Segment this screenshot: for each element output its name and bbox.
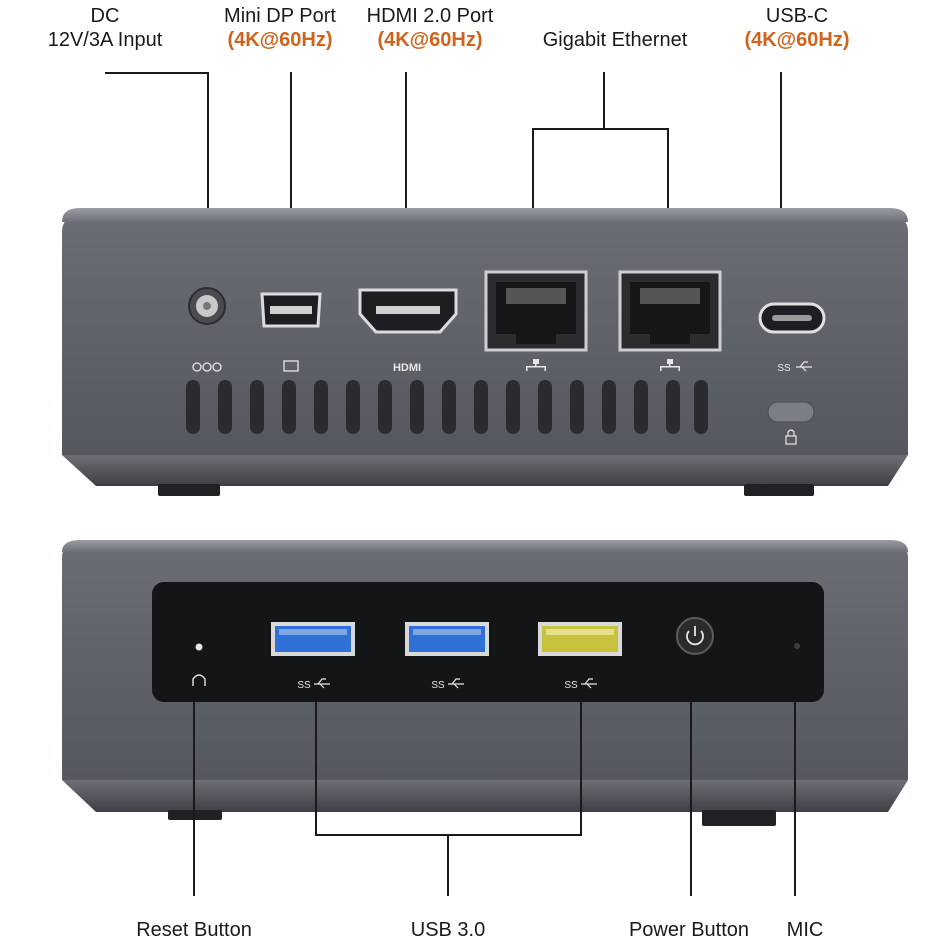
usb3-leader-r	[580, 702, 582, 836]
hdmi-label: HDMI 2.0 Port (4K@60Hz)	[350, 4, 510, 52]
mini-dp-label: Mini DP Port (4K@60Hz)	[205, 4, 355, 52]
ethernet-leader-r	[667, 128, 669, 270]
mini-dp-label-spec: (4K@60Hz)	[227, 29, 333, 51]
usb-c-port[interactable]	[758, 302, 826, 334]
usb-logo-1: SS	[297, 680, 311, 691]
dc-label: DC 12V/3A Input	[30, 4, 180, 52]
usb3-label: USB 3.0	[410, 919, 486, 941]
dc-jack[interactable]	[188, 287, 226, 325]
reset-pinhole[interactable]	[195, 643, 203, 651]
hdmi-port[interactable]	[358, 288, 458, 334]
mini-dp-port[interactable]	[260, 292, 322, 328]
power-icon	[686, 626, 704, 646]
ethernet-port-2[interactable]	[618, 270, 722, 352]
usb-port-2[interactable]	[405, 622, 489, 656]
usb-c-leader	[780, 72, 782, 277]
security-lock-slot[interactable]	[767, 401, 815, 423]
dc-label-line1: DC	[90, 5, 120, 27]
dc-power-icon	[192, 362, 222, 372]
ethernet-icon-2	[660, 359, 680, 371]
hdmi-leader	[405, 72, 407, 277]
hdmi-logo: HDMI	[393, 362, 421, 374]
usb-port-1[interactable]	[271, 622, 355, 656]
usb-c-logo: SS	[777, 363, 791, 374]
power-leader	[690, 702, 692, 896]
ethernet-icon-1	[526, 359, 546, 371]
mini-dp-icon	[283, 360, 299, 372]
dc-label-line2: 12V/3A Input	[47, 29, 163, 51]
hdmi-label-name: HDMI 2.0 Port	[366, 5, 494, 27]
headphone-icon	[192, 674, 206, 686]
dc-leader-h	[105, 72, 209, 74]
usb3-leader-v	[447, 834, 449, 896]
usb-c-label-spec: (4K@60Hz)	[744, 29, 850, 51]
usb-logo-3: SS	[564, 680, 578, 691]
usb-port-3[interactable]	[538, 622, 622, 656]
mic-hole	[794, 643, 800, 649]
ethernet-port-1[interactable]	[484, 270, 588, 352]
mic-label: MIC	[786, 919, 824, 941]
power-button-label: Power Button	[628, 919, 750, 941]
vent-grille	[186, 380, 708, 434]
ethernet-leader-v	[603, 72, 605, 130]
ethernet-leader-l	[532, 128, 534, 270]
hdmi-label-spec: (4K@60Hz)	[377, 29, 483, 51]
mic-leader	[794, 702, 796, 896]
usb-logo-2: SS	[431, 680, 445, 691]
ethernet-label-name: Gigabit Ethernet	[542, 29, 688, 51]
usb3-leader-l	[315, 702, 317, 836]
dc-leader-v	[207, 72, 209, 277]
reset-button-label: Reset Button	[136, 919, 252, 941]
lock-icon	[785, 429, 797, 445]
ethernet-label: Gigabit Ethernet	[520, 28, 710, 52]
reset-leader	[193, 702, 195, 896]
rear-chassis	[62, 208, 908, 496]
ethernet-leader-h	[532, 128, 669, 130]
mini-dp-label-name: Mini DP Port	[224, 5, 336, 27]
usb-c-label: USB-C (4K@60Hz)	[722, 4, 872, 52]
usb-c-label-name: USB-C	[765, 5, 829, 27]
usb-c-trident-icon	[796, 361, 812, 372]
mini-dp-leader	[290, 72, 292, 277]
usb-trident-icons	[314, 678, 597, 689]
